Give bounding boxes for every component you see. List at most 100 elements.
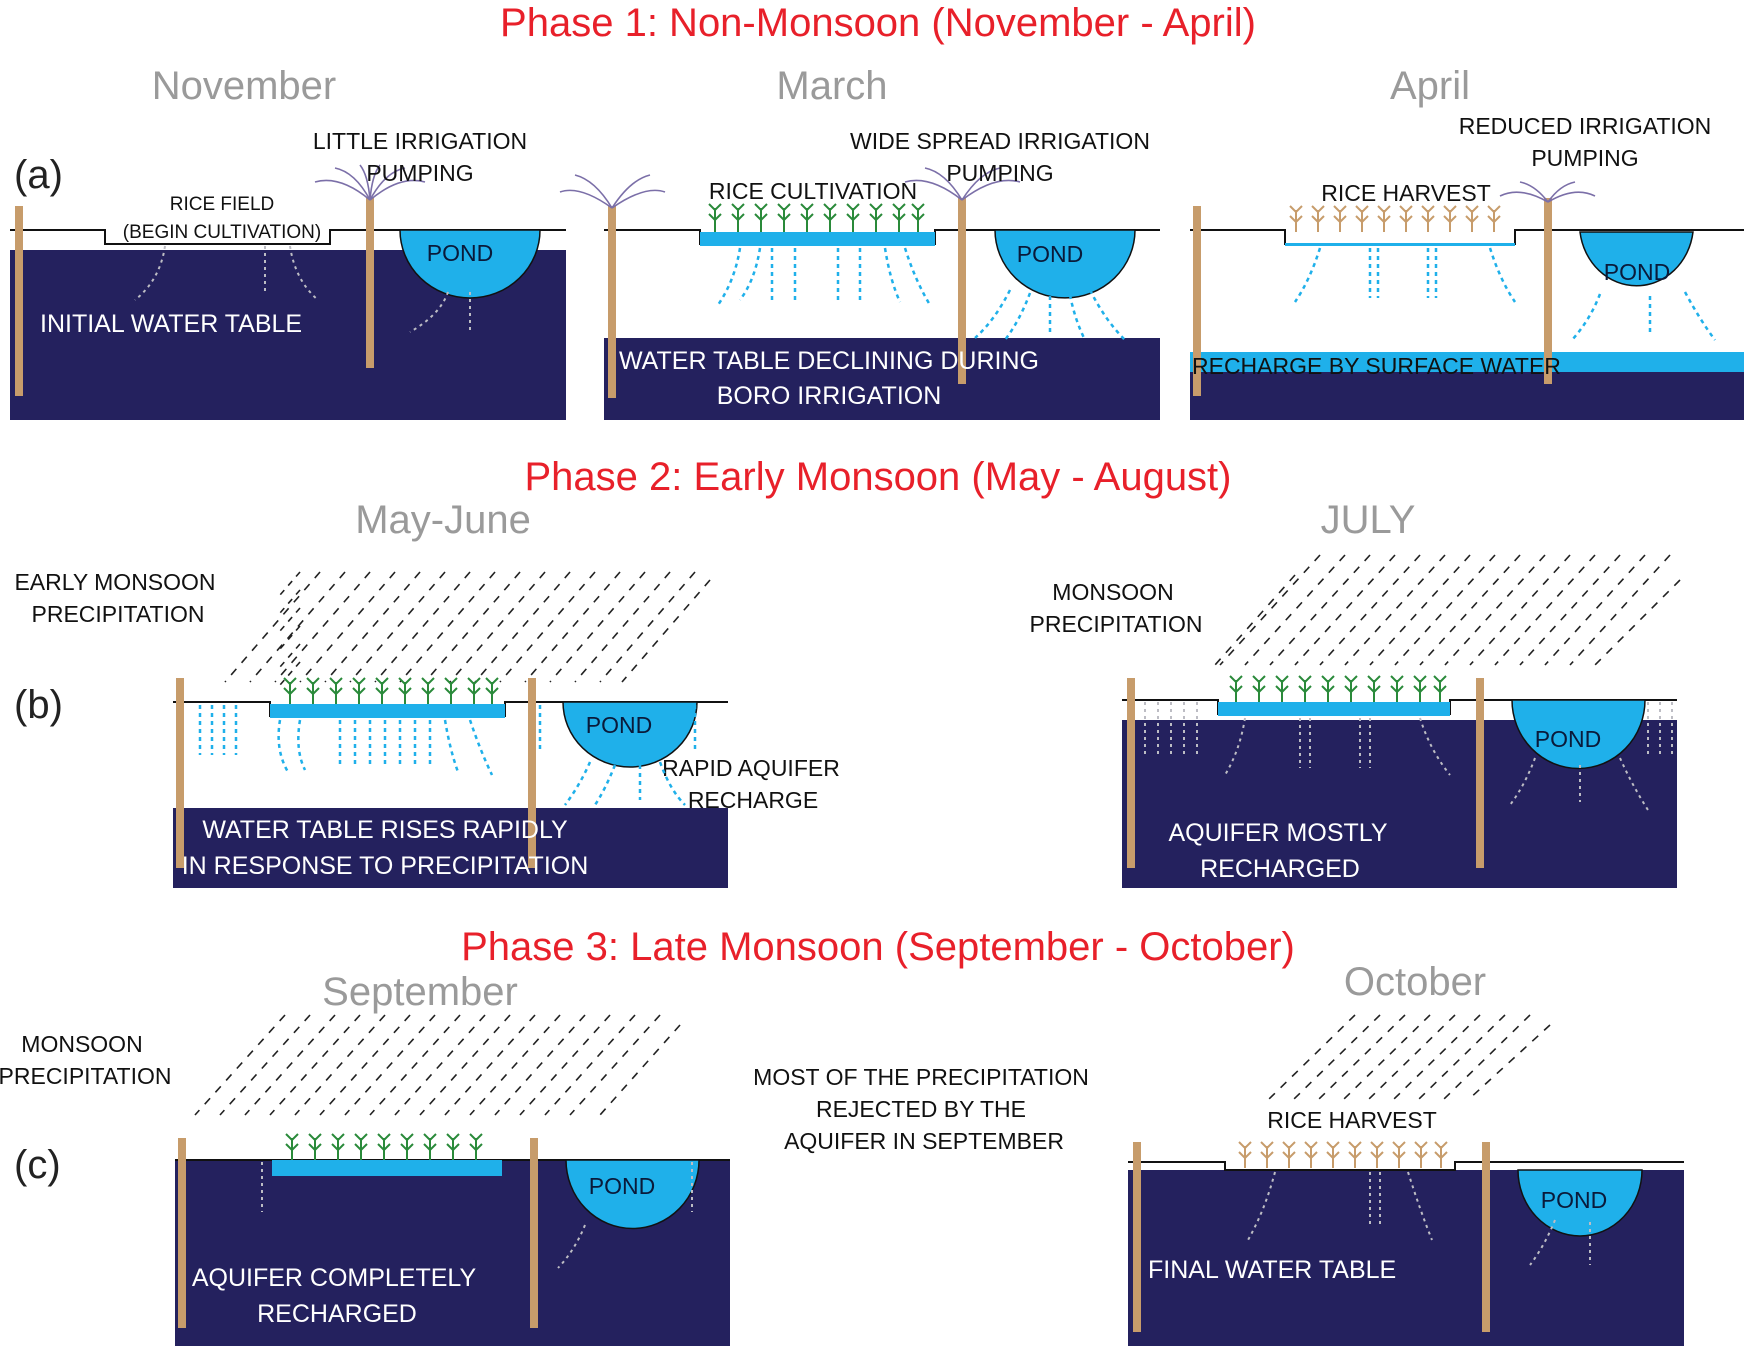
seepage-arrows [134,245,471,333]
month-april: April [1390,64,1470,108]
infiltration-arrows [198,705,697,806]
ground-line [1128,1161,1684,1171]
seepage-arrows [1144,702,1673,811]
pump-well [958,198,966,384]
rice-plants [1229,675,1447,702]
pond-label: POND [589,1173,655,1199]
phase-1-title: Phase 1: Non-Monsoon (November - April) [500,1,1256,45]
panel-october: RICE HARVEST POND FINAL WATER TABLE [1128,1014,1684,1346]
field-water [700,232,935,246]
aquifer [173,808,728,888]
note-line-2: REJECTED BY THE [816,1096,1026,1122]
panel-letter-a: (a) [14,153,63,197]
note-line-1: MOST OF THE PRECIPITATION [753,1064,1089,1090]
panel-march: WIDE SPREAD IRRIGATION PUMPING RICE CULT… [559,128,1160,420]
irrigation-spray-right [904,167,1021,201]
pond [1511,699,1646,770]
rain-hatching [194,1014,681,1116]
month-november: November [152,64,337,108]
pond [562,701,698,768]
pond [399,229,541,299]
pump-well [1544,198,1552,384]
well-2 [1476,678,1484,868]
pump-label-line-1: LITTLE IRRIGATION [313,128,527,154]
water-table-label-line-2: RECHARGED [1200,855,1360,883]
pond [1517,1169,1643,1237]
rain-hatching [1214,554,1681,666]
well [15,206,23,396]
rice-plants [283,677,499,704]
phase-2-title: Phase 2: Early Monsoon (May - August) [525,455,1232,499]
well-2 [1482,1142,1490,1332]
panel-november: LITTLE IRRIGATION PUMPING RICE FIELD (BE… [10,128,566,420]
well [1193,206,1201,396]
panel-letter-b: (b) [14,683,63,727]
rice-plants [708,203,925,232]
month-september: September [322,970,518,1014]
field-water [270,704,505,718]
precip-label-line-2: PRECIPITATION [0,1063,171,1089]
pond-label: POND [1535,726,1601,752]
harvest-plants [1289,205,1501,232]
recharge-layer [1190,352,1744,372]
precip-label-line-1: MONSOON [1052,579,1173,605]
rejection-note: MOST OF THE PRECIPITATION REJECTED BY TH… [753,1064,1089,1154]
pond-label: POND [586,712,652,738]
well [176,678,184,868]
rice-plants [285,1133,483,1160]
water-table-label: RECHARGE BY SURFACE WATER [1192,353,1561,379]
rain-hatching [1267,1014,1551,1101]
water-table-label-line-2: IN RESPONSE TO PRECIPITATION [182,852,589,880]
month-july: JULY [1321,498,1416,542]
water-table-label-line-2: RECHARGED [257,1300,417,1328]
pond-label: POND [1541,1187,1607,1213]
crop-label: RICE HARVEST [1321,180,1491,206]
panel-september: MONSOON PRECIPITATION [0,1014,730,1346]
well [1133,1142,1141,1332]
aquifer [604,338,1160,420]
pond [1579,231,1694,287]
aquifer [1190,372,1744,420]
field-label-line-1: RICE FIELD [170,194,275,215]
pond [565,1159,700,1230]
recharge-label-line-2: RECHARGE [688,787,818,813]
irrigation-spray [314,164,426,201]
field-water [1285,243,1515,246]
pump-label-line-1: REDUCED IRRIGATION [1459,113,1712,139]
harvest-plants [1238,1141,1448,1168]
precip-label-line-1: EARLY MONSOON [14,569,215,595]
well [1127,678,1135,868]
infiltration-arrows [716,247,1126,341]
precip-label-line-2: PRECIPITATION [32,601,205,627]
note-line-3: AQUIFER IN SEPTEMBER [784,1128,1064,1154]
phase-3-title: Phase 3: Late Monsoon (September - Octob… [461,925,1295,969]
pump-well [366,198,374,368]
month-may-june: May-June [355,498,531,542]
panel-letter-c: (c) [14,1143,61,1187]
field-label-line-2: (BEGIN CULTIVATION) [123,222,321,243]
well [608,206,616,398]
pump-label-line-2: PUMPING [1531,145,1638,171]
water-table-label-line-1: AQUIFER MOSTLY [1168,819,1387,847]
well-2 [530,1138,538,1328]
recharge-label-line-1: RAPID AQUIFER [662,755,840,781]
water-table-label-line-1: WATER TABLE DECLINING DURING [619,347,1039,375]
irrigation-spray-left [559,174,666,209]
month-october: October [1344,960,1486,1004]
precip-label-line-1: MONSOON [21,1031,142,1057]
pond [994,229,1136,299]
seepage-arrows [1247,1171,1591,1266]
crop-label: RICE CULTIVATION [709,178,917,204]
infiltration-arrows [1293,247,1717,341]
rain-hatching [224,571,711,686]
water-table-label-line-2: BORO IRRIGATION [717,382,942,410]
water-table-label-line-1: AQUIFER COMPLETELY [192,1264,477,1292]
water-table-label: INITIAL WATER TABLE [40,310,302,338]
precip-label-line-2: PRECIPITATION [1030,611,1203,637]
irrigation-spray [1499,181,1596,203]
field-water [272,1160,502,1176]
pump-label-line-1: WIDE SPREAD IRRIGATION [850,128,1150,154]
well [178,1138,186,1328]
panel-may-june: EARLY MONSOON PRECIPITATION [14,569,840,888]
pond-label: POND [1604,259,1670,285]
